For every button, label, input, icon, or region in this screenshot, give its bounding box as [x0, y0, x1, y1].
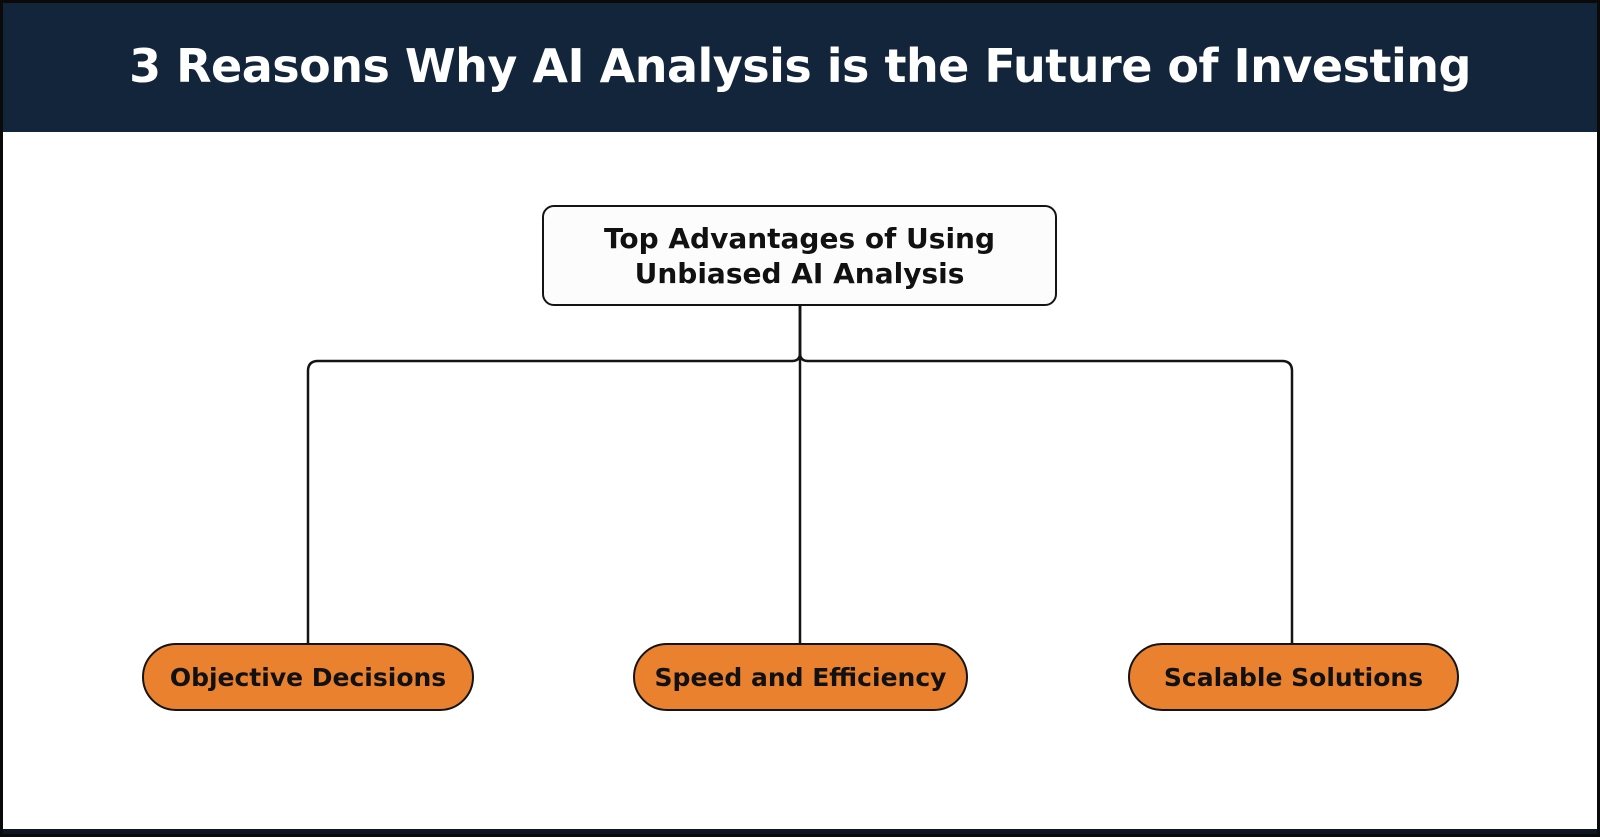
- root-node-label-line2: Unbiased AI Analysis: [634, 256, 965, 290]
- child-node-label: Scalable Solutions: [1163, 662, 1424, 692]
- page-title: 3 Reasons Why AI Analysis is the Future …: [129, 39, 1471, 93]
- root-node: Top Advantages of Using Unbiased AI Anal…: [542, 205, 1057, 306]
- child-node-speed-and-efficiency: Speed and Efficiency: [633, 643, 968, 711]
- child-node-objective-decisions: Objective Decisions: [142, 643, 474, 711]
- child-node-label: Speed and Efficiency: [654, 662, 947, 692]
- footer-strip: [0, 829, 1600, 837]
- connector-right: [798, 306, 1294, 643]
- connector-left: [306, 306, 802, 643]
- root-node-label-line1: Top Advantages of Using: [603, 221, 996, 255]
- child-node-scalable-solutions: Scalable Solutions: [1128, 643, 1459, 711]
- child-node-label: Objective Decisions: [169, 662, 447, 692]
- header-banner: 3 Reasons Why AI Analysis is the Future …: [0, 0, 1600, 132]
